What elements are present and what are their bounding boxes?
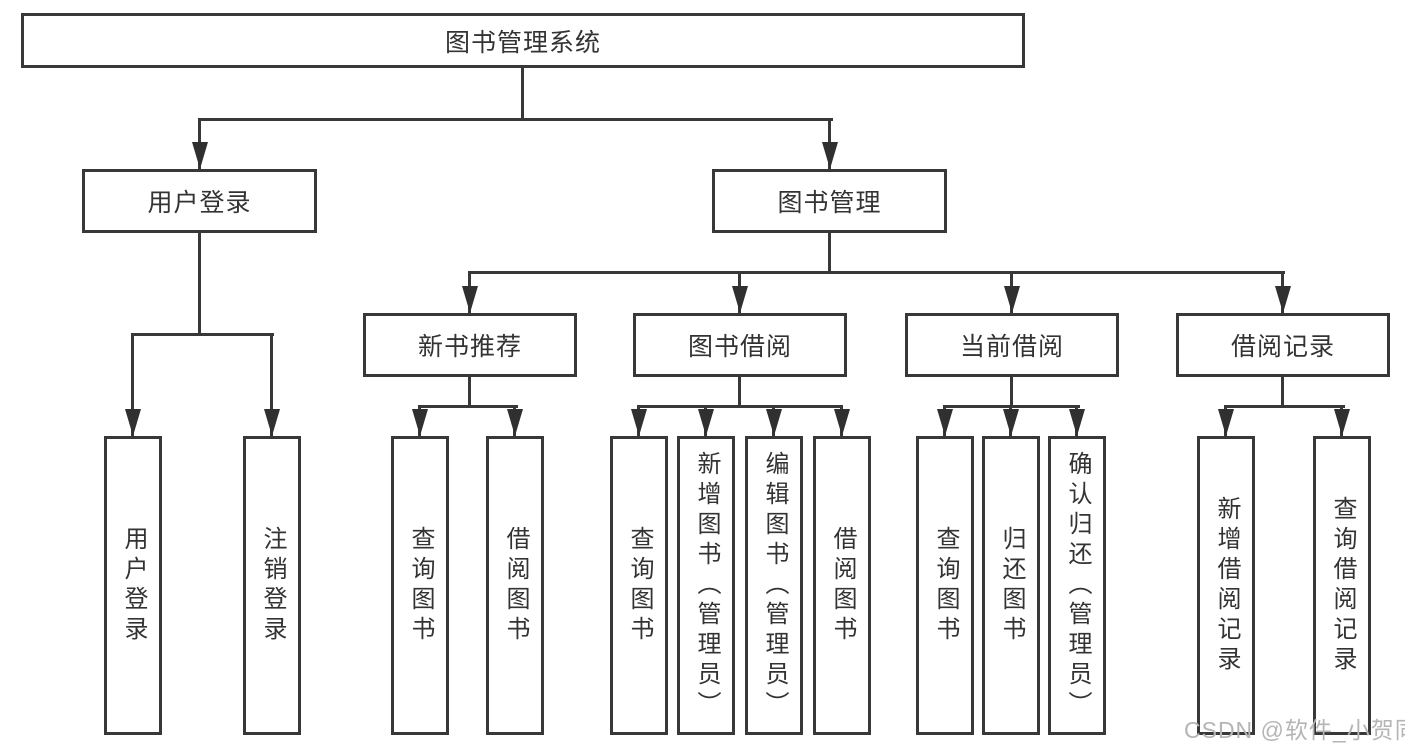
connector-borrow-stem xyxy=(738,377,741,408)
connector-records-stem xyxy=(1281,377,1284,408)
down-arrowhead xyxy=(766,409,782,436)
leaf-borrow-add-books-admin: 新增图书（管理员） xyxy=(677,436,735,735)
node-new-book-recommend: 新书推荐 xyxy=(363,313,577,377)
connector-user-arm-1 xyxy=(131,333,134,436)
down-arrowhead xyxy=(732,286,748,313)
node-borrow-records: 借阅记录 xyxy=(1176,313,1390,377)
leaf-logout: 注销登录 xyxy=(243,436,301,735)
connector-newbook-bar xyxy=(418,405,518,408)
connector-root-bar xyxy=(198,118,833,121)
down-arrowhead xyxy=(822,142,838,169)
down-arrowhead xyxy=(1069,409,1085,436)
down-arrowhead xyxy=(1218,409,1234,436)
connector-current-stem xyxy=(1010,377,1013,408)
down-arrowhead xyxy=(462,286,478,313)
node-current-borrow: 当前借阅 xyxy=(905,313,1119,377)
node-book-borrow: 图书借阅 xyxy=(633,313,847,377)
leaf-borrow-borrow-books: 借阅图书 xyxy=(813,436,871,735)
down-arrowhead xyxy=(412,409,428,436)
connector-mgmt-bar xyxy=(468,271,1285,274)
leaf-borrow-query-books: 查询图书 xyxy=(610,436,668,735)
down-arrowhead xyxy=(1275,286,1291,313)
connector-user-arm-2 xyxy=(270,333,273,436)
down-arrowhead xyxy=(1004,286,1020,313)
down-arrowhead xyxy=(192,142,208,169)
leaf-current-query-books: 查询图书 xyxy=(916,436,974,735)
down-arrowhead xyxy=(1003,409,1019,436)
csdn-watermark: CSDN @软件_小贺同学 xyxy=(1184,717,1405,743)
down-arrowhead xyxy=(507,409,523,436)
leaf-borrow-edit-books-admin: 编辑图书（管理员） xyxy=(745,436,803,735)
node-book-management: 图书管理 xyxy=(712,169,947,233)
leaf-current-confirm-return-admin: 确认归还（管理员） xyxy=(1048,436,1106,735)
down-arrowhead xyxy=(834,409,850,436)
connector-user-bar xyxy=(131,333,274,336)
down-arrowhead xyxy=(698,409,714,436)
node-root: 图书管理系统 xyxy=(21,13,1025,68)
leaf-newbook-borrow-books: 借阅图书 xyxy=(486,436,544,735)
connector-user-stem xyxy=(198,233,201,336)
down-arrowhead xyxy=(631,409,647,436)
down-arrowhead xyxy=(1334,409,1350,436)
connector-root-stem xyxy=(521,68,524,121)
leaf-records-query-record: 查询借阅记录 xyxy=(1313,436,1371,735)
connector-newbook-stem xyxy=(468,377,471,408)
leaf-user-login: 用户登录 xyxy=(104,436,162,735)
connector-records-bar xyxy=(1224,405,1345,408)
leaf-current-return-books: 归还图书 xyxy=(982,436,1040,735)
leaf-records-add-record: 新增借阅记录 xyxy=(1197,436,1255,735)
down-arrowhead xyxy=(125,409,141,436)
leaf-newbook-query-books: 查询图书 xyxy=(391,436,449,735)
connector-borrow-bar xyxy=(637,405,843,408)
node-user-login: 用户登录 xyxy=(82,169,317,233)
connector-mgmt-stem xyxy=(828,233,831,274)
down-arrowhead xyxy=(264,409,280,436)
down-arrowhead xyxy=(937,409,953,436)
